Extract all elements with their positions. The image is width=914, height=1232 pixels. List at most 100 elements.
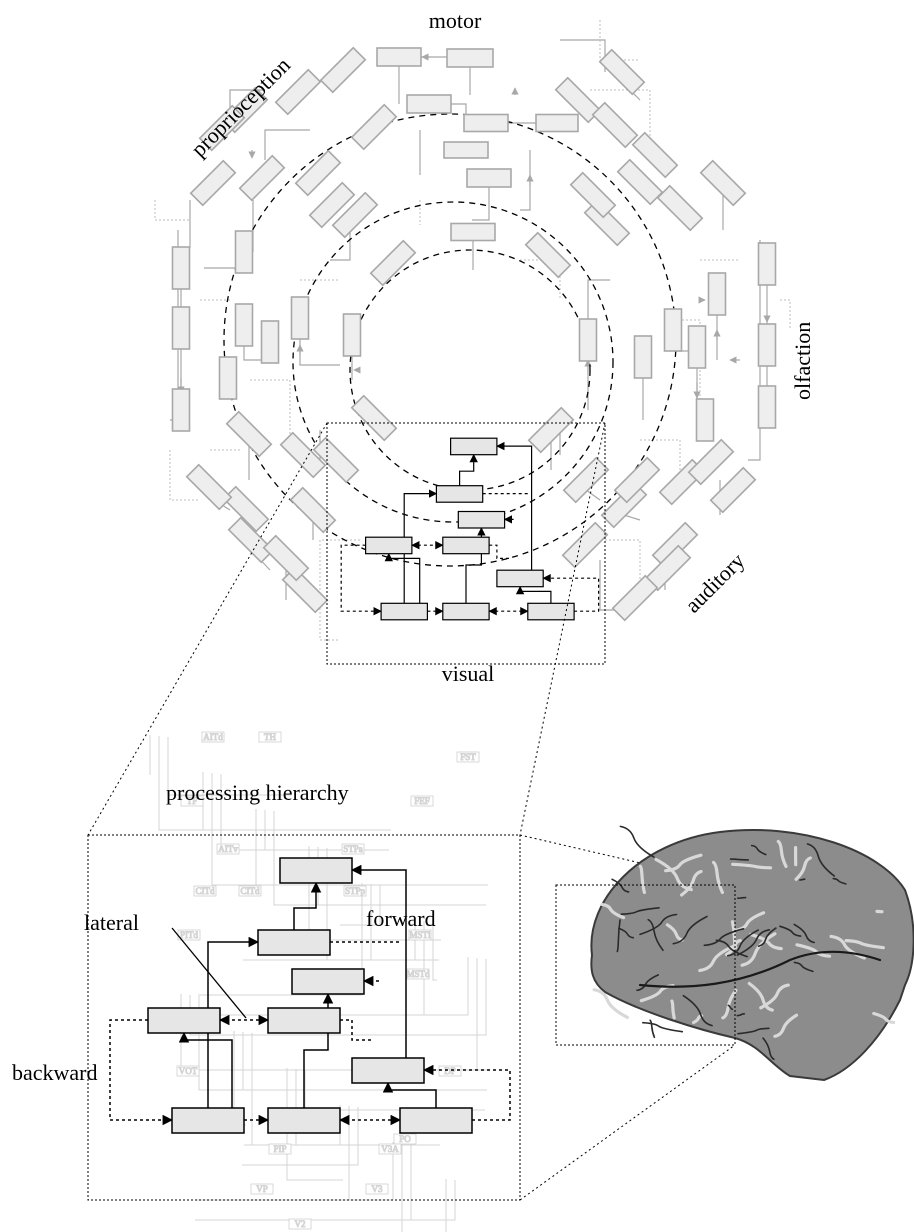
hierarchy-connection [207, 936, 260, 1108]
background-area-box [406, 968, 430, 980]
background-area-label: V3A [381, 1144, 399, 1154]
ring-area-box [631, 131, 679, 179]
background-wire [445, 1179, 447, 1232]
ring-area-box [294, 149, 342, 197]
brain-gyrus [736, 929, 771, 956]
ring-area-box [262, 534, 310, 582]
proprioception-label: proprioception [186, 52, 295, 161]
ring-area-box [369, 239, 417, 287]
background-area-box [258, 731, 282, 743]
background-wire [198, 883, 363, 996]
brain-gyrus [638, 864, 646, 895]
ring-area-box [569, 171, 617, 219]
ring-area-box [578, 318, 598, 362]
hierarchy-node-l3a [147, 1007, 221, 1034]
hierarchy-node-b3 [399, 1107, 473, 1134]
brain-gyrus [750, 844, 767, 856]
brain-zoom-frame [555, 884, 736, 1046]
background-area-label: STPa [343, 844, 363, 854]
hierarchy-connection [340, 544, 382, 616]
brain-gyrus [793, 923, 815, 944]
background-area-box [410, 795, 434, 807]
background-area-box [393, 1133, 417, 1145]
ring-area-box [524, 231, 572, 279]
background-area-label: DP [444, 1066, 456, 1076]
ring-area-box [279, 431, 327, 479]
ring-dotted-line [250, 379, 291, 450]
ring-dotted-line [169, 450, 200, 501]
brain-gyrus [773, 1013, 799, 1038]
hierarchy-node-l3b [267, 1007, 341, 1034]
background-area-label: PIP [273, 1144, 286, 1154]
ring-wire [585, 489, 601, 501]
hierarchy-node-b1 [171, 1107, 245, 1134]
hierarchy-connection [293, 881, 322, 930]
motor-label: motor [429, 8, 482, 33]
hierarchy-node-top [279, 857, 353, 884]
hierarchy-node-b2 [267, 1107, 341, 1134]
background-wire [211, 773, 488, 886]
brain-gyrus [762, 1037, 775, 1060]
brain-gyrus [776, 839, 788, 868]
ring-area-box [699, 159, 747, 207]
hierarchy-node-mid1 [257, 929, 331, 956]
ring-area-box [308, 181, 356, 229]
brain-gyrus [682, 994, 713, 1027]
hierarchy-connection [459, 453, 478, 486]
visual-zoom-frame [326, 422, 606, 665]
brain-gyrus [712, 860, 724, 894]
brain-gyrus [692, 1014, 704, 1025]
brain-gyrus [729, 858, 750, 861]
brain-gyrus [727, 1004, 734, 1011]
brain-gyrus [592, 988, 629, 1019]
background-wire [370, 884, 439, 961]
ring-wire [520, 150, 531, 211]
ring-area-box [234, 230, 254, 274]
ring-area-box [443, 141, 489, 159]
background-wire [392, 957, 469, 1016]
ring-wire [748, 240, 761, 461]
brain-gyrus [680, 869, 703, 897]
ring-area-box [757, 323, 777, 367]
background-area-box [438, 1065, 462, 1077]
background-area-box [238, 885, 262, 897]
hierarchy-node-b2 [442, 602, 490, 621]
hierarchy-inset-frame [87, 834, 521, 1201]
background-wire [242, 1107, 359, 1166]
ring-area-box [227, 516, 275, 564]
ring-area-box [185, 463, 233, 511]
background-wire [243, 848, 328, 961]
ring-area-box [171, 246, 191, 290]
ring-area-box [591, 101, 639, 149]
ring-area-box [171, 388, 191, 432]
brain-gyrus [806, 843, 836, 877]
brain-gyrus [654, 857, 693, 892]
ring-area-box [222, 485, 270, 533]
zoom-lines [87, 422, 736, 1201]
ring-area-box [535, 113, 579, 133]
background-area-label: V2 [295, 1219, 306, 1229]
brain-gyrus [672, 915, 708, 945]
hierarchy-node-b3 [527, 602, 575, 621]
brain-gyrus [844, 939, 885, 950]
background-area-label: VP [256, 1184, 268, 1194]
brain-gyrus [799, 878, 806, 881]
ring-area-box [757, 385, 777, 429]
ring-area-box [561, 521, 609, 569]
ring-area-box [707, 272, 727, 316]
background-area-box [408, 929, 432, 941]
background-area-label: PITd [180, 930, 199, 940]
background-area-box [343, 885, 367, 897]
hierarchy-node-mid2 [457, 510, 506, 529]
brain-gyrus [731, 862, 773, 870]
ring-area-box [616, 158, 664, 206]
olfaction-label: olfaction [790, 322, 815, 400]
background-area-label: TH [264, 732, 276, 742]
ring-area-box [331, 191, 379, 239]
ring-wire [299, 339, 340, 366]
brain-gyrus [759, 983, 790, 1010]
ring-dotted-line [154, 200, 190, 221]
hierarchy-connection [542, 574, 600, 612]
background-wire [158, 736, 391, 831]
